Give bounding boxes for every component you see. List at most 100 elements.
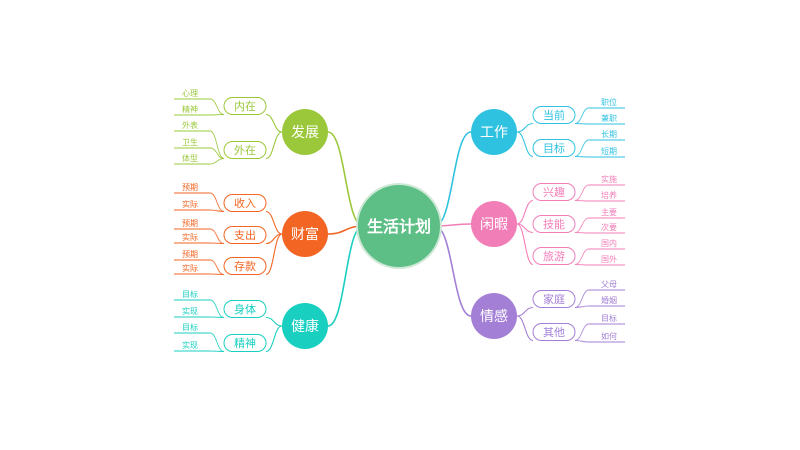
- subtopic-label: 支出: [234, 228, 256, 242]
- branch-node[interactable]: 健康: [282, 303, 328, 349]
- subtopic-node[interactable]: 技能: [532, 215, 576, 233]
- subtopic-box: [532, 290, 576, 308]
- subtopic-node[interactable]: 目标: [532, 139, 576, 157]
- subtopic-node[interactable]: 身体: [223, 300, 267, 318]
- subtopic-label: 目标: [543, 141, 565, 155]
- subtopic-label: 内在: [234, 99, 256, 113]
- leaf-label[interactable]: 实现: [182, 306, 198, 316]
- connector-sub: [265, 316, 283, 327]
- leaf-label[interactable]: 目标: [601, 313, 617, 323]
- subtopic-label: 旅游: [543, 249, 565, 263]
- connector-leaf: [209, 228, 225, 244]
- connector-leaf: [209, 259, 225, 275]
- subtopic-label: 收入: [234, 196, 256, 210]
- leaf-label[interactable]: 实施: [601, 174, 617, 184]
- connector-leaf: [209, 350, 225, 352]
- subtopic-box: [532, 139, 576, 157]
- subtopic-box: [223, 97, 267, 115]
- leaf-label[interactable]: 实际: [182, 199, 198, 209]
- connector-leaf: [209, 299, 225, 318]
- subtopic-label: 精神: [234, 336, 256, 350]
- subtopic-label: 技能: [543, 217, 565, 231]
- leaf-label[interactable]: 预期: [182, 249, 198, 259]
- subtopic-node[interactable]: 存款: [223, 257, 267, 275]
- subtopic-node[interactable]: 兴趣: [532, 183, 576, 201]
- subtopic-box: [532, 323, 576, 341]
- leaf-label[interactable]: 兼职: [601, 113, 617, 123]
- leaf-label[interactable]: 外表: [182, 120, 198, 130]
- leaf-label[interactable]: 实际: [182, 232, 198, 242]
- leaf-label[interactable]: 主要: [601, 207, 617, 217]
- branch-label: 发展: [291, 125, 319, 141]
- center-node[interactable]: 生活计划: [356, 183, 442, 269]
- connector-leaf: [574, 200, 590, 202]
- node-layer: 发展内在心理精神外在外表卫生体型财富收入预期实际支出预期实际存款预期实际健康身体…: [182, 89, 617, 352]
- leaf-label[interactable]: 目标: [182, 322, 198, 332]
- branch-node[interactable]: 情感: [471, 293, 517, 339]
- leaf-label[interactable]: 培养: [601, 190, 617, 200]
- subtopic-node[interactable]: 旅游: [532, 247, 576, 265]
- leaf-label[interactable]: 次要: [601, 222, 617, 232]
- subtopic-node[interactable]: 支出: [223, 226, 267, 244]
- connector-right-main: [434, 131, 472, 227]
- leaf-label[interactable]: 预期: [182, 218, 198, 228]
- subtopic-label: 身体: [234, 302, 256, 316]
- branch-node[interactable]: 工作: [471, 109, 517, 155]
- leaf-label[interactable]: 精神: [182, 104, 198, 114]
- leaf-label[interactable]: 国外: [601, 254, 617, 264]
- connector-sub: [265, 131, 283, 160]
- leaf-label[interactable]: 国内: [601, 238, 617, 248]
- branch-node[interactable]: 闲暇: [471, 201, 517, 247]
- subtopic-node[interactable]: 精神: [223, 334, 267, 352]
- leaf-label[interactable]: 实际: [182, 263, 198, 273]
- branch-node-circle: [471, 201, 517, 247]
- branch-node[interactable]: 财富: [282, 211, 328, 257]
- leaf-label[interactable]: 父母: [601, 280, 617, 289]
- connector-sub: [516, 315, 534, 342]
- subtopic-label: 外在: [234, 144, 256, 157]
- connector-sub: [265, 113, 283, 133]
- leaf-label[interactable]: 目标: [182, 289, 198, 299]
- branch-label: 情感: [480, 308, 508, 325]
- leaf-label[interactable]: 心理: [182, 89, 198, 98]
- leaf-label[interactable]: 卫生: [182, 137, 198, 147]
- subtopic-node[interactable]: 家庭: [532, 290, 576, 308]
- leaf-label[interactable]: 如何: [601, 331, 617, 341]
- subtopic-node[interactable]: 其他: [532, 323, 576, 341]
- connector-sub: [265, 233, 283, 276]
- connector-leaf: [209, 332, 225, 352]
- leaf-label[interactable]: 短期: [601, 146, 617, 156]
- branch-node[interactable]: 发展: [282, 109, 328, 155]
- connector-right-main: [434, 225, 472, 317]
- subtopic-node[interactable]: 当前: [532, 106, 576, 124]
- connector-leaf: [574, 123, 590, 125]
- connector-leaf: [209, 98, 225, 115]
- connector-leaf: [574, 289, 590, 308]
- branch-node-circle: [471, 109, 517, 155]
- subtopic-node[interactable]: 内在: [223, 97, 267, 115]
- branch-label: 闲暇: [480, 217, 508, 233]
- connector-layer: [174, 98, 625, 353]
- connector-leaf: [209, 192, 225, 212]
- connector-sub: [516, 122, 534, 133]
- connector-sub: [516, 131, 534, 158]
- subtopic-node[interactable]: 外在: [223, 141, 267, 159]
- leaf-label[interactable]: 体型: [182, 153, 198, 163]
- leaf-label[interactable]: 实现: [182, 340, 198, 350]
- leaf-label[interactable]: 职位: [601, 97, 617, 107]
- subtopic-label: 家庭: [543, 292, 565, 306]
- connector-leaf: [209, 273, 225, 275]
- subtopic-node[interactable]: 收入: [223, 194, 267, 212]
- connector-leaf: [574, 107, 590, 124]
- subtopic-label: 兴趣: [543, 185, 565, 199]
- branch-node-circle: [282, 211, 328, 257]
- connector-left-main: [327, 225, 364, 327]
- leaf-label[interactable]: 长期: [601, 129, 617, 139]
- leaf-label[interactable]: 婚姻: [601, 295, 617, 305]
- connector-leaf: [574, 305, 590, 308]
- leaf-label[interactable]: 预期: [182, 182, 198, 192]
- connector-sub: [265, 210, 283, 235]
- branch-label: 健康: [291, 318, 319, 335]
